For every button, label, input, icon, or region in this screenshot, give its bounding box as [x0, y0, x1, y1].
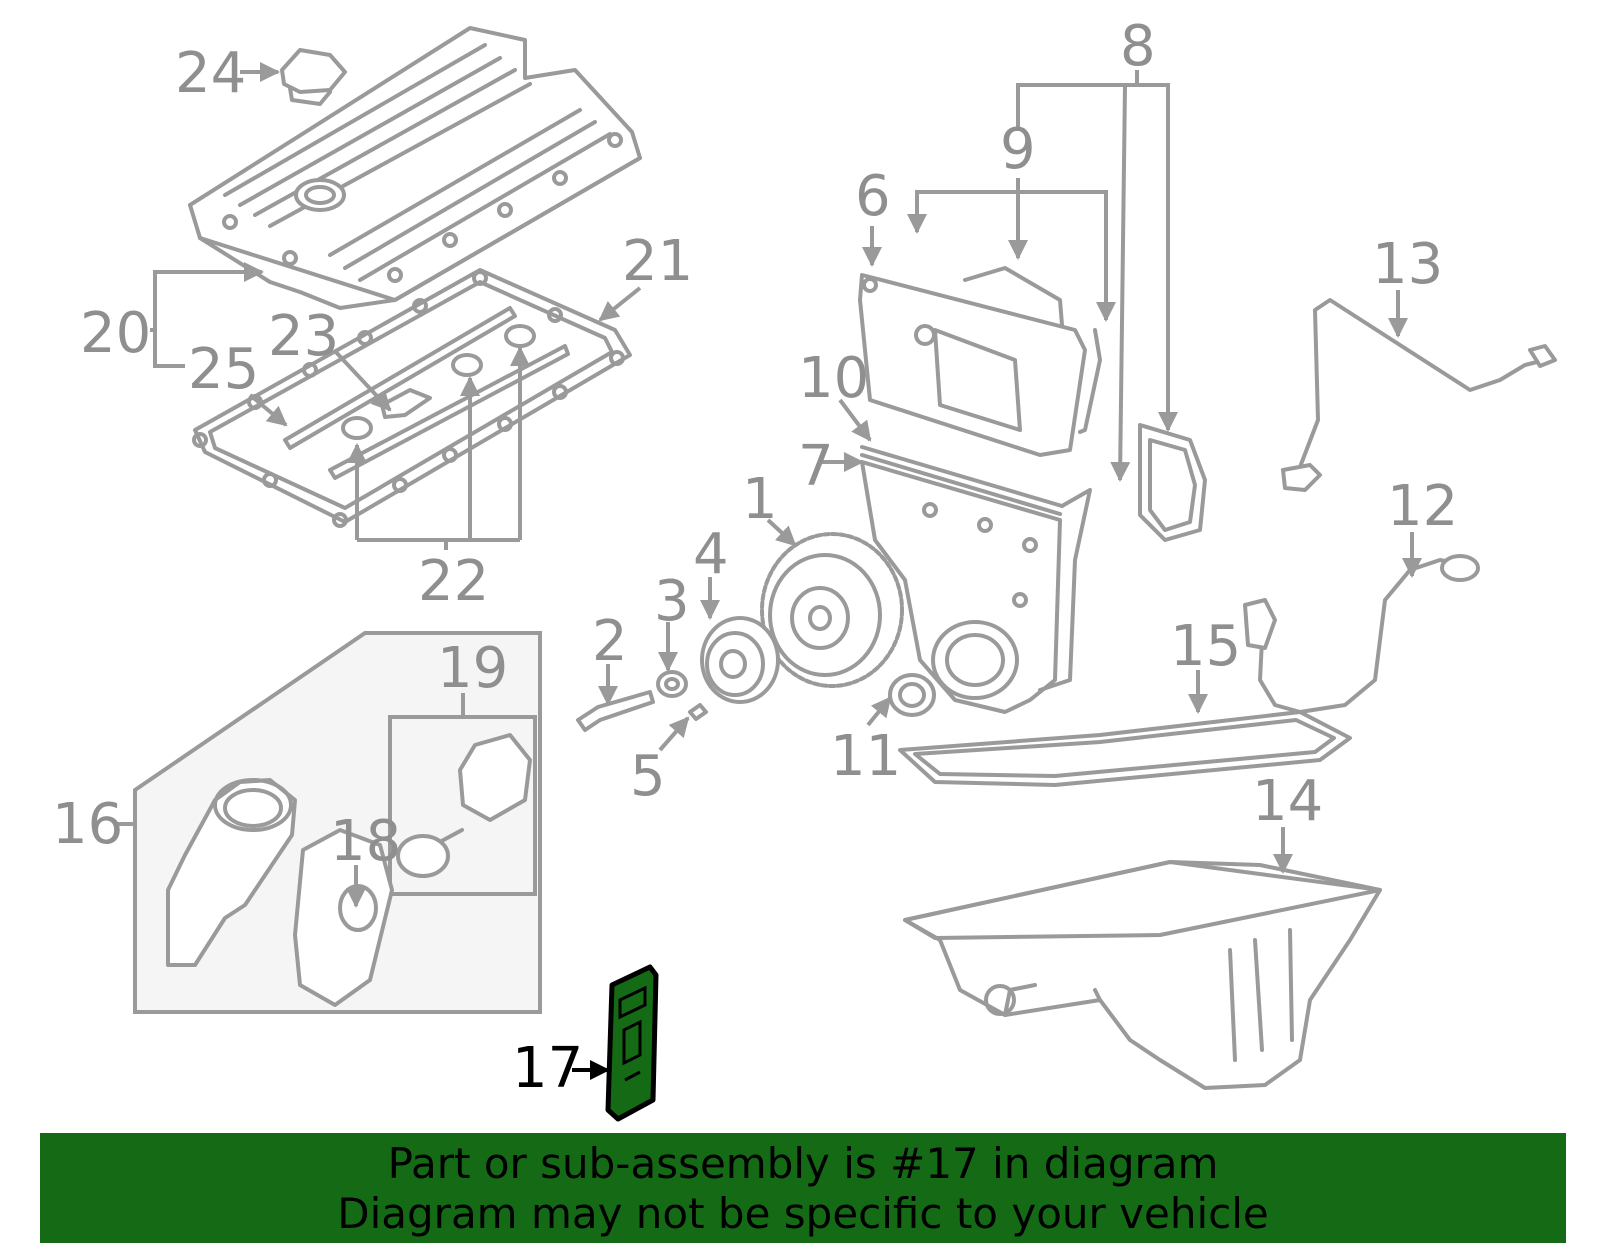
info-banner: Part or sub-assembly is #17 in diagram D…	[40, 1133, 1566, 1243]
upper-timing-cover	[858, 266, 1102, 457]
dowel	[688, 703, 708, 721]
callout-1: 1	[742, 467, 778, 532]
callout-16: 16	[52, 792, 123, 857]
callout-14: 14	[1252, 769, 1323, 834]
front-seal	[888, 673, 936, 717]
oil-filler-cap	[280, 48, 347, 106]
cover-plate	[1138, 423, 1207, 542]
part-17-highlighted[interactable]	[605, 964, 659, 1122]
valve-cover-gasket	[192, 268, 632, 528]
vibration-damper	[760, 532, 904, 688]
callout-20: 20	[80, 301, 151, 366]
oxygen-sensor-wire	[1281, 298, 1557, 492]
spark-plug-seals	[283, 306, 570, 480]
lower-timing-cover	[860, 445, 1092, 714]
callout-22: 22	[418, 549, 489, 614]
callout-13: 13	[1372, 232, 1443, 297]
banner-line-part-number: Part or sub-assembly is #17 in diagram	[387, 1139, 1219, 1188]
callout-17[interactable]: 17	[512, 1036, 583, 1101]
callout-7: 7	[798, 434, 834, 499]
callout-18: 18	[330, 809, 401, 874]
oil-filter-inset	[133, 631, 542, 1014]
oil-pan-gasket	[898, 710, 1352, 787]
callout-23: 23	[268, 304, 339, 369]
callout-10: 10	[798, 346, 869, 411]
callout-8: 8	[1120, 14, 1156, 79]
valve-cover	[188, 26, 642, 310]
callout-21: 21	[622, 229, 693, 294]
callout-4: 4	[693, 522, 729, 587]
callout-3: 3	[654, 569, 690, 634]
callout-19: 19	[437, 636, 508, 701]
pulley	[700, 616, 780, 704]
banner-line-disclaimer: Diagram may not be specific to your vehi…	[337, 1189, 1269, 1238]
callout-5: 5	[630, 744, 666, 809]
knock-sensor-wire	[1243, 554, 1480, 714]
callout-6: 6	[855, 164, 891, 229]
washer	[656, 670, 688, 698]
callout-2: 2	[592, 609, 628, 674]
callout-11: 11	[830, 724, 901, 789]
callout-12: 12	[1387, 474, 1458, 539]
callout-24: 24	[175, 41, 246, 106]
callout-labels: 1 2 3 4 5 6 7 8 9 10 11 12 13 14 15 16 1…	[52, 14, 1458, 1101]
callout-9: 9	[1000, 117, 1036, 182]
bolt	[576, 690, 655, 732]
leader-lines	[114, 62, 1422, 1080]
oil-pan	[903, 860, 1382, 1090]
callout-15: 15	[1170, 614, 1241, 679]
callout-25: 25	[188, 337, 259, 402]
